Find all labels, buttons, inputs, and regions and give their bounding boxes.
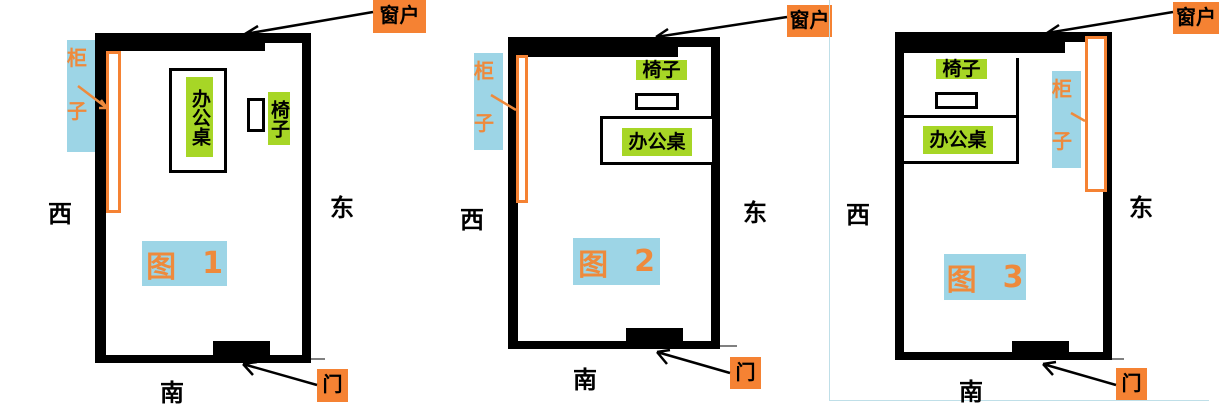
direction-south: 南 [959, 377, 983, 406]
chair-label: 椅子 [636, 60, 687, 80]
chair [635, 93, 679, 110]
door-label: 门 [317, 369, 348, 402]
cabinet-arrow-icon [1070, 111, 1086, 123]
direction-west: 西 [846, 200, 870, 229]
room-wall-right [1103, 32, 1112, 360]
office-desk-label: 办公桌 [923, 126, 993, 154]
chair [247, 98, 265, 132]
window-label: 窗户 [1173, 2, 1219, 34]
window-label: 窗户 [787, 5, 832, 37]
door-label: 门 [1116, 368, 1147, 400]
desk-zone-divider-vertical [1016, 58, 1019, 164]
direction-west: 西 [460, 205, 484, 234]
direction-east: 东 [1129, 193, 1153, 222]
direction-east: 东 [743, 198, 767, 227]
door-arrow-icon [1042, 360, 1117, 387]
window-arrow-icon [1046, 10, 1174, 39]
chair-label: 椅子 [268, 92, 290, 145]
panel-border-bottom [829, 400, 1209, 401]
figure-caption-text: 图 [946, 263, 977, 298]
figure-number: 1 [202, 246, 223, 281]
cabinet-label-char1: 柜 [67, 46, 87, 70]
cabinet-label-char1: 柜 [1052, 77, 1072, 101]
door-label: 门 [730, 357, 761, 389]
chair-label: 椅子 [936, 59, 987, 79]
cabinet [1085, 36, 1107, 192]
room-wall-right [302, 33, 311, 363]
room-wall-right [711, 37, 720, 349]
figure-caption-bg [142, 241, 227, 286]
window-block [95, 33, 265, 51]
window-arrow-icon [655, 15, 788, 43]
figure-caption-text: 图 [146, 249, 177, 285]
window-block [895, 32, 1065, 53]
figure-caption: 图 1 [142, 241, 227, 286]
door-arrow-icon [656, 348, 731, 375]
room-wall-bottom [95, 355, 311, 363]
cabinet-label-bg [474, 53, 503, 150]
window-label: 窗户 [373, 0, 426, 33]
direction-east: 东 [330, 193, 354, 222]
door-block [1012, 341, 1069, 355]
window-block [508, 37, 678, 57]
figure-caption-bg [573, 238, 660, 285]
cabinet-label-char2: 子 [1052, 129, 1072, 153]
cabinet-label-bg [1052, 71, 1081, 168]
room-wall-left [95, 33, 106, 363]
window-arrow-icon [244, 10, 374, 42]
office-desk-label: 办公桌 [186, 77, 213, 157]
desk-zone-divider-bottom [904, 161, 1019, 164]
panel-border [829, 0, 830, 400]
cabinet-arrow-icon [490, 93, 517, 112]
figure-caption-text: 图 [578, 247, 609, 283]
cabinet-label-char2: 子 [67, 99, 87, 123]
office-desk-label: 办公桌 [622, 128, 692, 156]
room-wall-left [895, 32, 904, 360]
door-block [626, 328, 683, 343]
room-wall-left [508, 37, 518, 349]
figure-caption: 图 2 [573, 238, 660, 285]
cabinet [106, 51, 121, 213]
direction-west: 西 [48, 199, 72, 228]
figure-number: 3 [1002, 259, 1024, 295]
figure-caption: 图 3 [944, 254, 1026, 300]
figure-caption-bg [944, 254, 1026, 300]
cabinet-label-char2: 子 [474, 111, 494, 135]
door-block [213, 341, 270, 357]
direction-south: 南 [573, 365, 597, 394]
cabinet [516, 55, 528, 203]
cabinet-label-char1: 柜 [474, 59, 494, 83]
room-wall-bottom [895, 352, 1112, 360]
figure-number: 2 [634, 244, 655, 279]
desk-zone-divider-mid [904, 115, 1019, 118]
room-wall-bottom [508, 341, 720, 349]
chair [935, 92, 978, 109]
cabinet-arrow-icon [77, 85, 108, 110]
door-arrow-icon [242, 360, 318, 387]
